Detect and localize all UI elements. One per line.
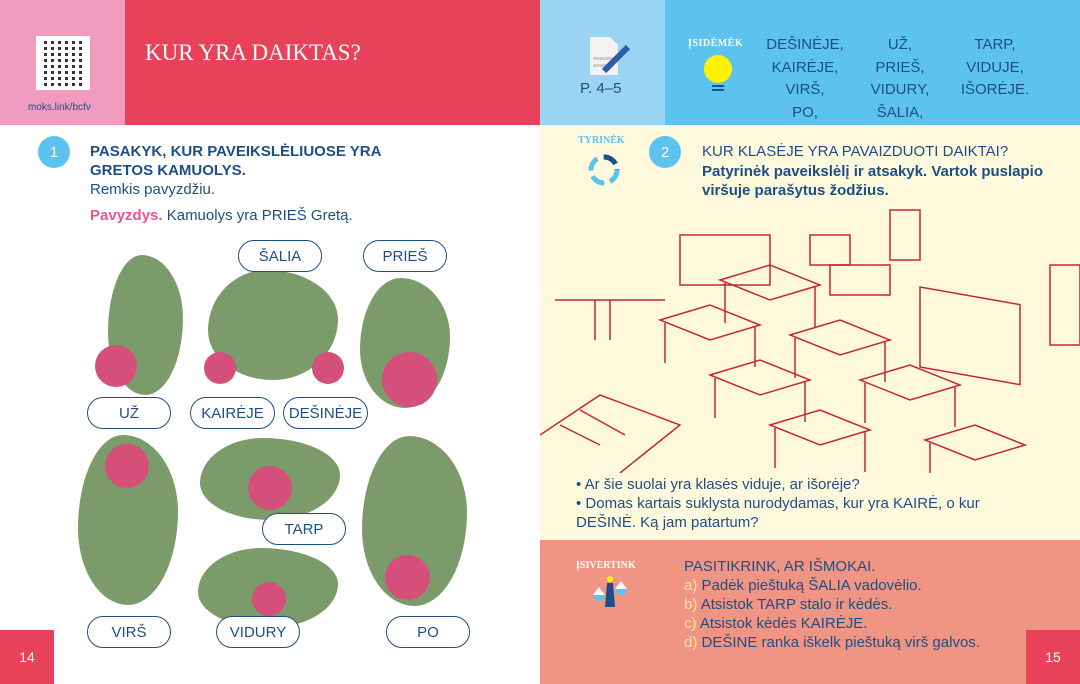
word: VIRŠ,	[785, 81, 825, 98]
lightbulb-base	[712, 83, 724, 91]
question-line: • Domas kartais suklysta nurodydamas, ku…	[576, 495, 980, 512]
title-banner	[125, 0, 540, 125]
label-pries: PRIEŠ	[363, 240, 447, 272]
item-text: DEŠINE ranka iškelk pieštuką virš galvos…	[701, 634, 980, 651]
item-letter: c)	[684, 615, 697, 632]
question-1: • Ar šie suolai yra klasės viduje, ar iš…	[576, 476, 860, 493]
page-title: KUR YRA DAIKTAS?	[145, 40, 361, 65]
heading-line: GRETOS KAMUOLYS.	[90, 162, 246, 179]
word: PRIEŠ,	[875, 58, 925, 76]
task2-heading: KUR KLASĖJE YRA PAVAIZDUOTI DAIKTAI?	[702, 143, 1009, 160]
question-line: DEŠINĖ. Ką jam patartum?	[576, 514, 759, 531]
page-number-left: 14	[0, 630, 54, 684]
task-number-2: 2	[649, 136, 681, 168]
words-column-3: TARP, VIDUJE, IŠORĖJE.	[950, 34, 1040, 102]
label-po: PO	[386, 616, 470, 648]
workbook-pencil-icon	[590, 37, 631, 75]
question-2: • Domas kartais suklysta nurodydamas, ku…	[576, 494, 980, 532]
label-desineje: DEŠINĖJE	[283, 397, 368, 429]
word: TARP,	[974, 36, 1016, 53]
page-number-right: 15	[1026, 630, 1080, 684]
item-text: Atsistok kėdės KAIRĖJE.	[699, 615, 868, 632]
self-check-label: ĮSIVERTINK	[576, 560, 636, 571]
item-letter: b)	[684, 596, 698, 613]
ball	[105, 444, 149, 488]
qr-code[interactable]	[36, 36, 90, 90]
explore-label: TYRINĖK	[578, 135, 625, 146]
ball	[204, 352, 236, 384]
ball	[252, 582, 286, 616]
task1-hint: Remkis pavyzdžiu.	[90, 181, 216, 198]
ball	[312, 352, 344, 384]
self-check-item: d) DEŠINE ranka iškelk pieštuką virš gal…	[684, 633, 980, 652]
words-column-1: DEŠINĖJE, KAIRĖJE, VIRŠ, PO,	[755, 34, 855, 124]
self-check-list: a) Padėk pieštuką ŠALIA vadovėlio. b) At…	[684, 576, 980, 652]
ball	[248, 466, 292, 510]
word: UŽ,	[887, 36, 913, 53]
scales-icon	[593, 576, 627, 607]
lightbulb-icon	[704, 55, 732, 83]
word: IŠORĖJE.	[960, 81, 1030, 98]
item-text: Atsistok TARP stalo ir kėdės.	[700, 596, 893, 613]
words-column-2: UŽ, PRIEŠ, VIDURY, ŠALIA,	[860, 34, 940, 124]
example-text: Kamuolys yra PRIEŠ Gretą.	[166, 207, 353, 224]
remember-panel	[665, 0, 1080, 125]
self-check-item: a) Padėk pieštuką ŠALIA vadovėlio.	[684, 576, 980, 595]
label-kaireje: KAIRĖJE	[190, 397, 275, 429]
item-letter: d)	[684, 634, 698, 651]
self-check-heading: PASITIKRINK, AR IŠMOKAI.	[684, 558, 876, 575]
ball	[385, 555, 430, 600]
task1-example: Pavyzdys. Kamuolys yra PRIEŠ Gretą.	[90, 206, 353, 225]
example-label: Pavyzdys.	[90, 207, 163, 224]
self-check-item: b) Atsistok TARP stalo ir kėdės.	[684, 595, 980, 614]
qr-link[interactable]: moks.link/bcfv	[28, 102, 91, 113]
task1-heading: PASAKYK, KUR PAVEIKSLĖLIUOSE YRA GRETOS K…	[90, 142, 381, 180]
label-salia: ŠALIA	[238, 240, 322, 272]
task-number-1: 1	[38, 136, 70, 168]
sub-line: Patyrinėk paveikslėlį ir atsakyk. Vartok…	[702, 163, 1044, 180]
word: DEŠINĖJE,	[766, 36, 844, 53]
self-check-section	[540, 540, 1080, 684]
word: VIDUJE,	[966, 58, 1024, 76]
word: VIDURY,	[870, 81, 930, 98]
self-check-item: c) Atsistok kėdės KAIRĖJE.	[684, 614, 980, 633]
label-virs: VIRŠ	[87, 616, 171, 648]
item-text: Padėk pieštuką ŠALIA vadovėlio.	[701, 577, 922, 594]
remember-label: ĮSIDĖMĖK	[688, 38, 744, 49]
item-letter: a)	[684, 577, 698, 594]
word: PO,	[792, 103, 818, 121]
task2-subheading: Patyrinėk paveikslėlį ir atsakyk. Vartok…	[702, 162, 1043, 200]
word: ŠALIA,	[876, 103, 924, 121]
sub-line: viršuje parašytus žodžius.	[702, 182, 889, 199]
label-vidury: VIDURY	[216, 616, 300, 648]
ball	[95, 345, 137, 387]
label-uz: UŽ	[87, 397, 171, 429]
classroom-illustration	[540, 209, 1080, 473]
ball	[382, 352, 437, 407]
label-tarp: TARP	[262, 513, 346, 545]
cycle-arrows-icon	[588, 154, 620, 186]
pages-reference: P. 4–5	[580, 80, 622, 97]
word: KAIRĖJE,	[771, 58, 839, 76]
heading-line: PASAKYK, KUR PAVEIKSLĖLIUOSE YRA	[90, 143, 382, 160]
explore-section	[540, 125, 1080, 540]
